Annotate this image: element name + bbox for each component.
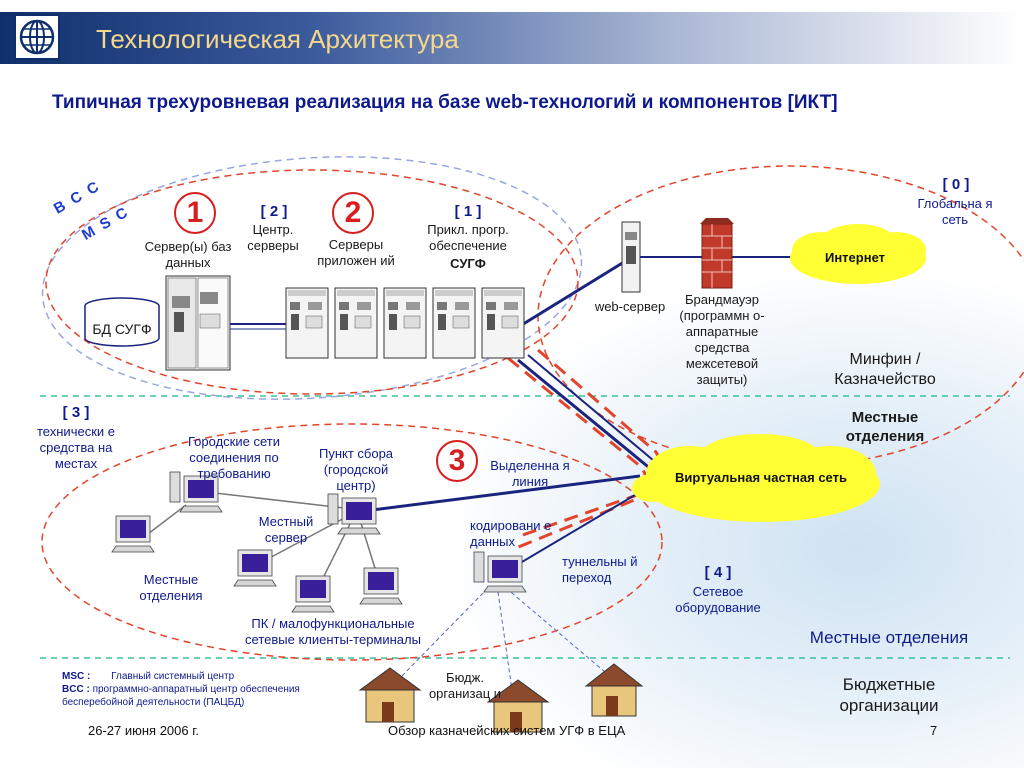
vpn-label: Виртуальная частная сеть [675,470,847,485]
budget-orgs-short-label: Бюдж. организац и [428,670,502,701]
database-icon [84,297,160,347]
firewall-icon [700,218,734,289]
city-networks-label: Городские сети соединения по требованию [188,434,280,481]
central-servers-label: Центр. серверы [247,222,299,253]
local-offices-left-label: Местные отделения [139,572,203,603]
workstation-icon [233,549,277,587]
dedicated-line-label: Выделенна я линия [490,458,570,489]
encoding-label: кодировани е данных [470,518,552,549]
lan-4 [205,491,345,509]
background-glow [464,280,1024,768]
workstation-icon [291,575,335,613]
logo [14,14,60,60]
internet-cloud [790,224,926,284]
footer-title: Обзор казначейских систем УГФ в ЕЦА [388,723,626,738]
footer-date: 26-27 июня 2006 г. [88,723,200,738]
budget-link-2 [497,591,513,691]
app-software-name: СУГФ [450,256,486,271]
tier2-tag: [ 2 ] [260,203,288,220]
collection-server-icon [327,493,381,535]
db-label: БД СУГФ [92,321,152,337]
global-network-label: Глобальна я сеть [917,196,993,227]
tunnel-upper-b [515,348,662,550]
tier4-tag: [ 4 ] [704,564,732,581]
legend-msc-value: Главный системный центр [111,671,235,682]
workstation-icon [169,471,223,513]
app-web-link [519,260,625,328]
local-offices-header: Местные отделения [845,409,925,445]
bcc-ellipse [41,156,583,400]
internet-label: Интернет [824,250,885,265]
local-ellipse [41,423,663,661]
page-title: Технологическая Архитектура [96,24,459,54]
encoding-workstation-icon [473,551,527,593]
firewall-label: Брандмауэр (программн о- аппаратные сред… [679,292,765,387]
diagram-subtitle: Типичная трехуровневая реализация на баз… [52,92,838,113]
legend: MSC : Главный системный центр BCC : прог… [62,670,342,709]
budget-link-3 [505,587,613,679]
budget-link-1 [395,587,489,683]
header-bar [0,12,1024,64]
encoded-link [499,491,641,576]
app-server-icon [432,287,476,359]
workstation-icon [111,515,155,553]
tier1-number: 1 [174,192,216,234]
globe-icon [19,19,55,55]
tier3-number: 3 [436,440,478,482]
db-servers-label: Сервер(ы) баз данных [144,239,232,270]
legend-bcc-value: программно-аппаратный центр обеспечения … [62,684,300,708]
tunnel-label: туннельны й переход [562,554,638,585]
app-servers-label: Серверы приложен ий [317,237,395,268]
legend-msc-key: MSC : [62,671,91,682]
db-server-icon [165,275,231,371]
tier-app-tag: [ 1 ] [454,203,482,220]
vpn-cloud [632,434,880,522]
app-server-icon [481,287,525,359]
web-server-label: web-сервер [594,299,666,314]
app-software-label: Прикл. прогр. обеспечение [427,222,509,253]
network-equipment-label: Сетевое оборудование [675,584,761,615]
minfin-label: Минфин / Казначейство [834,351,936,388]
budget-orgs-label: Бюджетные организации [839,675,939,715]
app-server-icon [334,287,378,359]
legend-bcc-key: BCC : [62,684,90,695]
tier3-tag: [ 3 ] [62,404,90,421]
pc-terminals-label: ПК / малофункциональные сетевые клиенты-… [245,616,421,647]
tier0-tag: [ 0 ] [942,176,970,193]
local-hardware-label: технически е средства на местах [37,424,115,471]
dedicated-line [371,474,641,512]
house-icon-1 [358,667,422,723]
vpn-link-b [527,354,661,467]
local-server-label: Местный сервер [258,514,314,545]
footer-page-number: 7 [930,723,938,738]
local-offices-right-label: Местные отделения [809,628,969,647]
workstation-icon [359,567,403,605]
tier2-number: 2 [332,192,374,234]
house-icon-2 [486,679,550,733]
house-icon-3 [584,663,644,717]
vpn-link-a [517,358,653,472]
msc-ellipse [45,169,579,395]
web-server-icon [621,221,641,293]
app-server-icon [383,287,427,359]
app-server-icon [285,287,329,359]
collection-point-label: Пункт сбора (городской центр) [318,446,394,493]
